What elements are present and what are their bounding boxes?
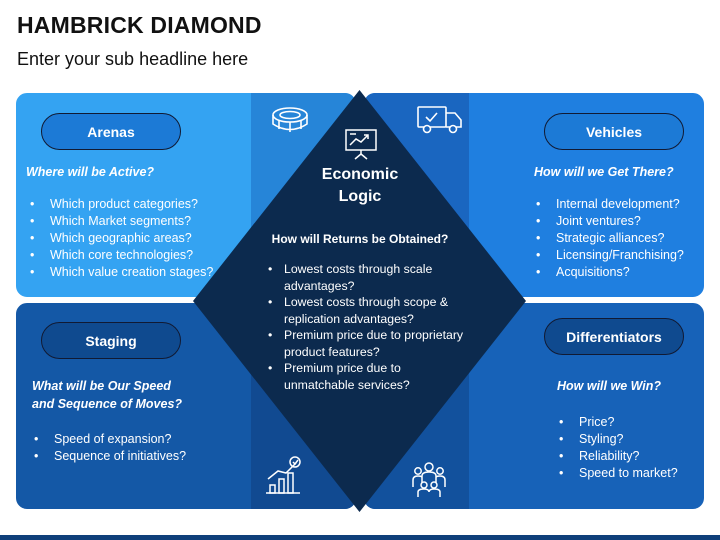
delivery-truck-icon — [417, 106, 462, 134]
economic-logic-title-line1: Economic — [321, 166, 399, 183]
growth-bar-chart-icon — [266, 456, 301, 494]
bottom-accent-bar — [0, 535, 720, 540]
page-title: HAMBRICK DIAMOND — [17, 12, 262, 38]
arenas-label: Arenas — [87, 123, 135, 140]
list-item: Joint ventures? — [534, 213, 684, 230]
vehicles-question: How will we Get There? — [534, 165, 674, 179]
list-item: Which core technologies? — [28, 247, 213, 264]
list-item: Acquisitions? — [534, 264, 684, 281]
list-item: Licensing/Franchising? — [534, 247, 684, 264]
page-subtitle: Enter your sub headline here — [17, 49, 249, 69]
vehicles-label-pill: Vehicles — [544, 113, 684, 150]
arenas-list: Which product categories? Which Market s… — [28, 196, 213, 281]
list-item: Lowest costs through scale advantages? — [266, 261, 474, 294]
economic-logic-title-line2: Logic — [338, 188, 382, 205]
economic-logic-list: Lowest costs through scale advantages? L… — [266, 261, 474, 393]
list-item: Premium price due to proprietary product… — [266, 327, 474, 360]
vehicles-label: Vehicles — [585, 123, 643, 140]
list-item: Reliability? — [557, 448, 678, 465]
differentiators-label: Differentiators — [566, 328, 662, 345]
list-item: Sequence of initiatives? — [32, 448, 186, 465]
presentation-chart-icon — [345, 129, 377, 160]
staging-question-line1: What will be Our Speed — [32, 379, 171, 393]
list-item: Which Market segments? — [28, 213, 213, 230]
list-item: Strategic alliances? — [534, 230, 684, 247]
list-item: Which value creation stages? — [28, 264, 213, 281]
list-item: Which geographic areas? — [28, 230, 213, 247]
economic-logic-question: How will Returns be Obtained? — [271, 232, 449, 246]
arenas-label-pill: Arenas — [41, 113, 181, 150]
economic-logic-title: Economic Logic — [290, 164, 430, 208]
list-item: Speed of expansion? — [32, 431, 186, 448]
list-item: Price? — [557, 414, 678, 431]
staging-list: Speed of expansion? Sequence of initiati… — [32, 431, 186, 465]
list-item: Styling? — [557, 431, 678, 448]
vehicles-list: Internal development? Joint ventures? St… — [534, 196, 684, 281]
list-item: Lowest costs through scope & replication… — [266, 294, 474, 327]
list-item: Speed to market? — [557, 465, 678, 482]
list-item: Internal development? — [534, 196, 684, 213]
differentiators-question: How will we Win? — [557, 379, 662, 393]
list-item: Which product categories? — [28, 196, 213, 213]
list-item: Premium price due to unmatchable service… — [266, 360, 474, 393]
team-people-icon — [412, 462, 446, 497]
arenas-question: Where will be Active? — [26, 165, 155, 179]
staging-question: What will be Our Speed and Sequence of M… — [32, 377, 182, 413]
staging-label: Staging — [85, 332, 137, 349]
stadium-icon — [272, 107, 308, 132]
differentiators-list: Price? Styling? Reliability? Speed to ma… — [557, 414, 678, 482]
staging-label-pill: Staging — [41, 322, 181, 359]
staging-question-line2: and Sequence of Moves? — [32, 397, 183, 411]
differentiators-label-pill: Differentiators — [544, 318, 684, 355]
